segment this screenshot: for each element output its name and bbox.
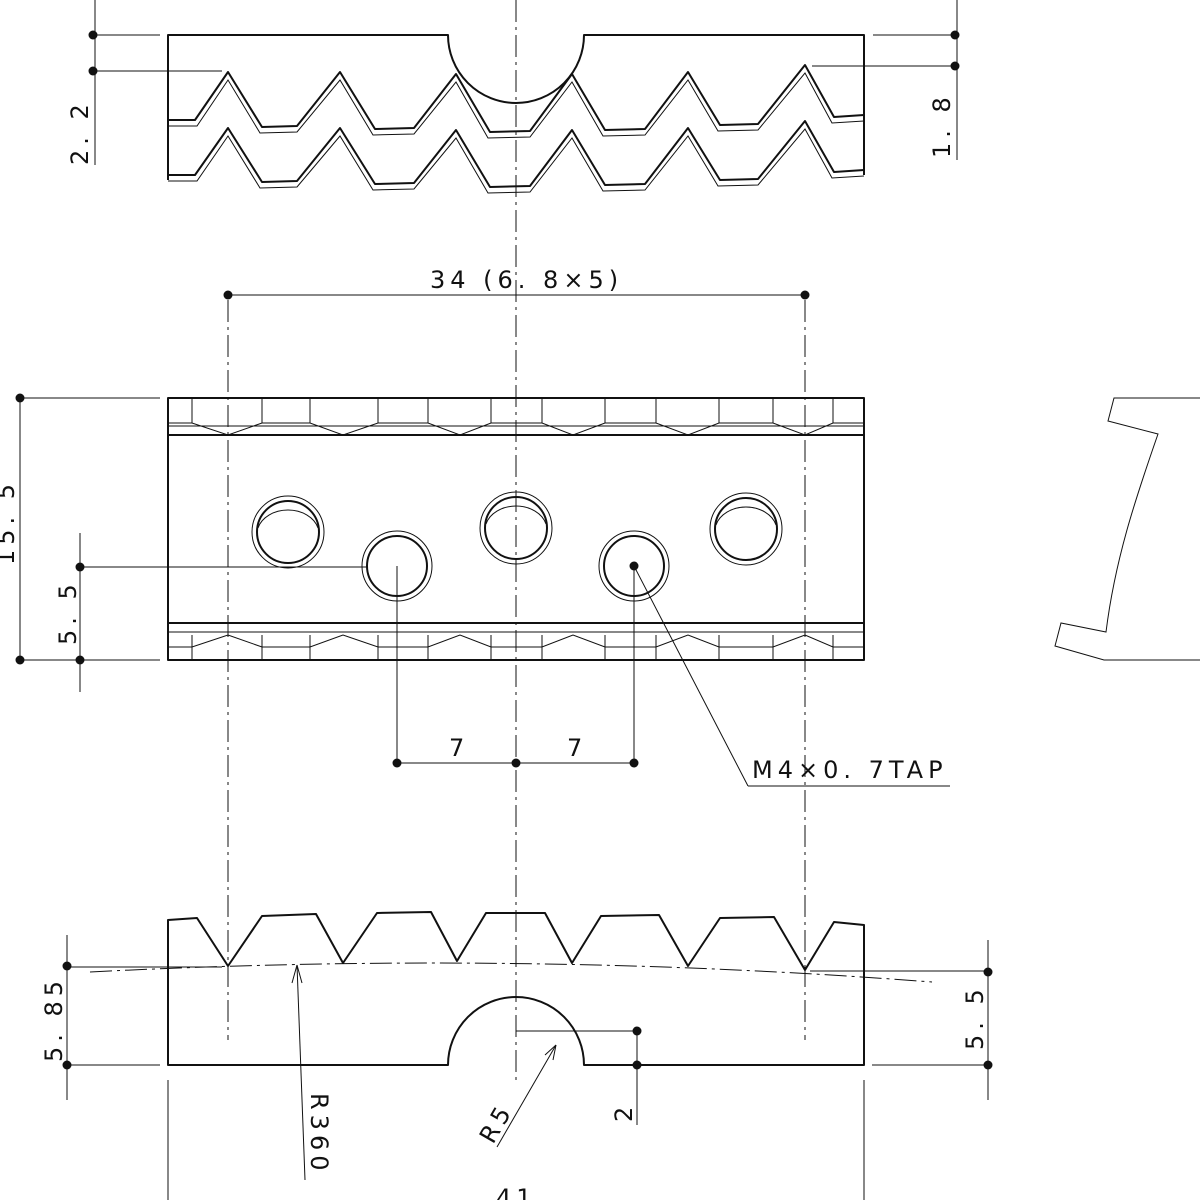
dim-arc-radius: R360 [291,964,333,1181]
dim-label-base-left: 5. 85 [40,976,68,1062]
dim-base-right-height: 5. 5 [810,940,993,1100]
top-teeth-lower [168,120,865,188]
counterbore-hole-right [709,492,783,566]
top-view [167,34,865,194]
side-section-profile [1054,397,1200,661]
dim-label-spacing-left: 7 [449,734,469,762]
dim-label-total-height: 15. 5 [0,479,20,565]
counterbore-hole-center [479,491,553,565]
tap-spec-label: M4×0. 7TAP [752,756,948,784]
dim-top-tooth-height: 2. 2 [66,0,222,165]
dim-total-length: 41 [167,1080,865,1200]
dim-groove-depth: 2 [516,1026,642,1125]
front-view [167,397,865,661]
front-upper-serration [168,398,864,436]
dim-label-spacing-right: 7 [567,734,587,762]
counterbore-hole-left [251,495,325,569]
front-lower-serration [168,634,864,660]
dim-groove-radius: R5 [474,1044,557,1148]
dim-label-groove-radius: R5 [474,1098,519,1148]
dim-total-height: 15. 5 [0,393,160,665]
dim-label-hole-height: 5. 5 [54,579,82,645]
bottom-view-outline [167,911,865,1066]
arc-r360-line [89,962,933,983]
centerlines [227,0,806,1080]
dim-label-base-right: 5. 5 [961,984,989,1050]
dim-base-left-height: 5. 85 [40,935,222,1100]
dim-label-arc-radius: R360 [305,1093,333,1175]
dim-label-pitch: 34 (6. 8×5) [430,266,623,294]
tap-leader: M4×0. 7TAP [633,565,950,787]
bottom-view [89,911,933,1066]
top-teeth-upper [168,64,865,133]
top-view-outline [167,34,865,120]
dim-hole-height: 5. 5 [54,533,368,692]
dim-label-total-length: 41 [496,1184,537,1200]
dim-label-groove-depth: 2 [610,1102,638,1122]
dim-label-top-tooth: 2. 2 [66,99,94,165]
dim-top-right-height: 1. 8 [812,0,960,160]
dim-pitch: 34 (6. 8×5) [223,266,810,300]
dim-hole-spacing: 7 7 [392,566,639,768]
dim-label-top-right: 1. 8 [928,92,956,158]
